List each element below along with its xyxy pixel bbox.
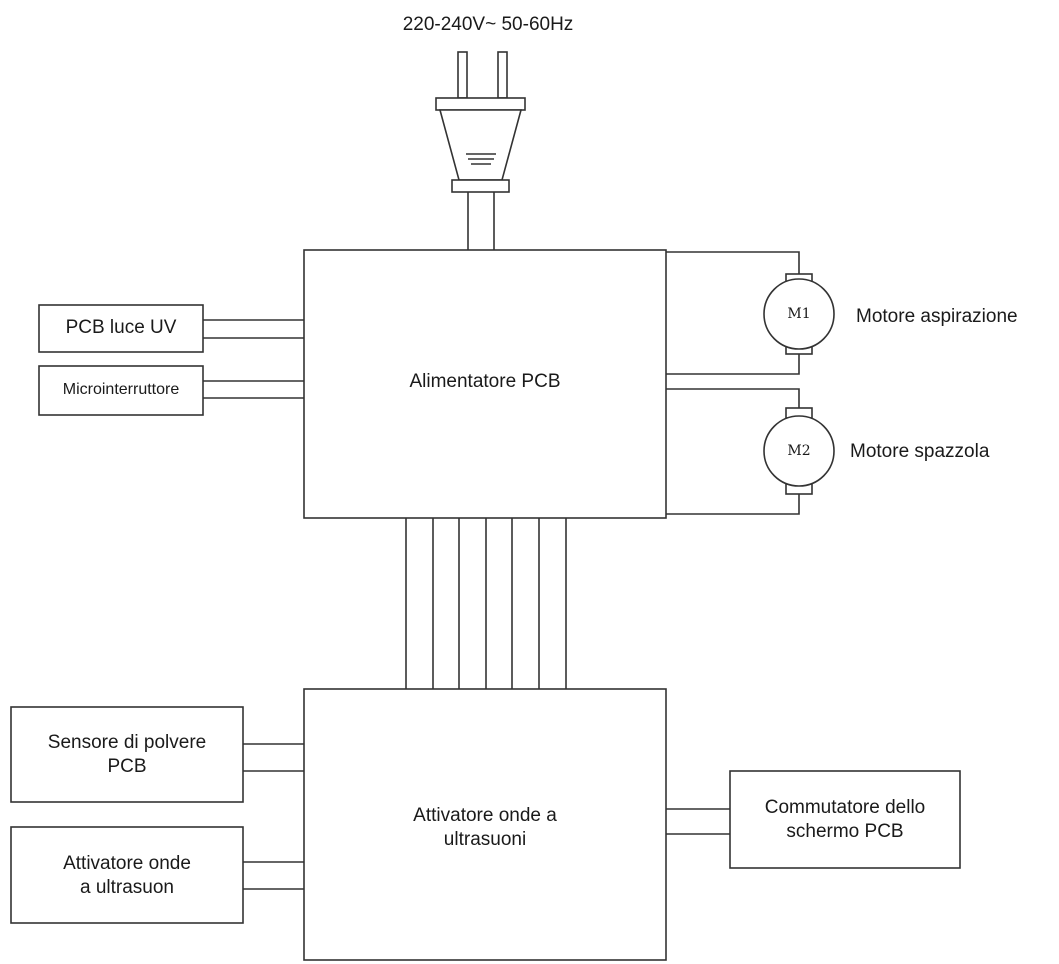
dust-sensor-box [10,706,244,803]
uv-pcb-box [38,304,204,353]
ultrasonic-small-box [10,826,244,924]
dust-sensor-label: Sensore di polvere PCB [11,731,243,779]
ultrasonic-main-label-line1: Attivatore onde a [413,805,557,826]
motor-m1-icon [763,273,835,355]
motor-m2-symbol: M2 [787,443,811,459]
screen-switch-box [729,770,961,869]
ultrasonic-main-label-line2: ultrasuoni [443,829,527,850]
dust-sensor-label-line1: Sensore di polvere [47,732,207,753]
motor-m2-label: Motore spazzola [850,441,990,462]
ultrasonic-small-label: Attivatore onde a ultrasuon [11,852,243,900]
plug-icon [435,51,526,250]
screen-switch-label-line1: Commutatore dello [764,797,926,818]
ultrasonic-small-label-line1: Attivatore onde [63,853,191,874]
ultrasonic-main-box [303,688,667,961]
microswitch-box [38,365,204,416]
motor-m2-icon [763,407,835,495]
dust-sensor-label-line2: PCB [107,756,147,777]
ultrasonic-small-label-line2: a ultrasuon [79,877,174,898]
power-pcb-label: Alimentatore PCB [409,371,561,392]
power-pcb-box [303,249,667,519]
screen-switch-label: Commutatore dello schermo PCB [730,796,960,844]
motor-m1-label: Motore aspirazione [856,306,1018,327]
screen-switch-label-line2: schermo PCB [786,821,904,842]
microswitch-label: Microinterruttore [62,381,180,398]
ultrasonic-main-label: Attivatore onde a ultrasuoni [304,804,666,852]
motor-m1-symbol: M1 [787,306,811,322]
uv-pcb-label: PCB luce UV [65,317,177,338]
power-supply-label: 220-240V~ 50-60Hz [402,14,574,35]
